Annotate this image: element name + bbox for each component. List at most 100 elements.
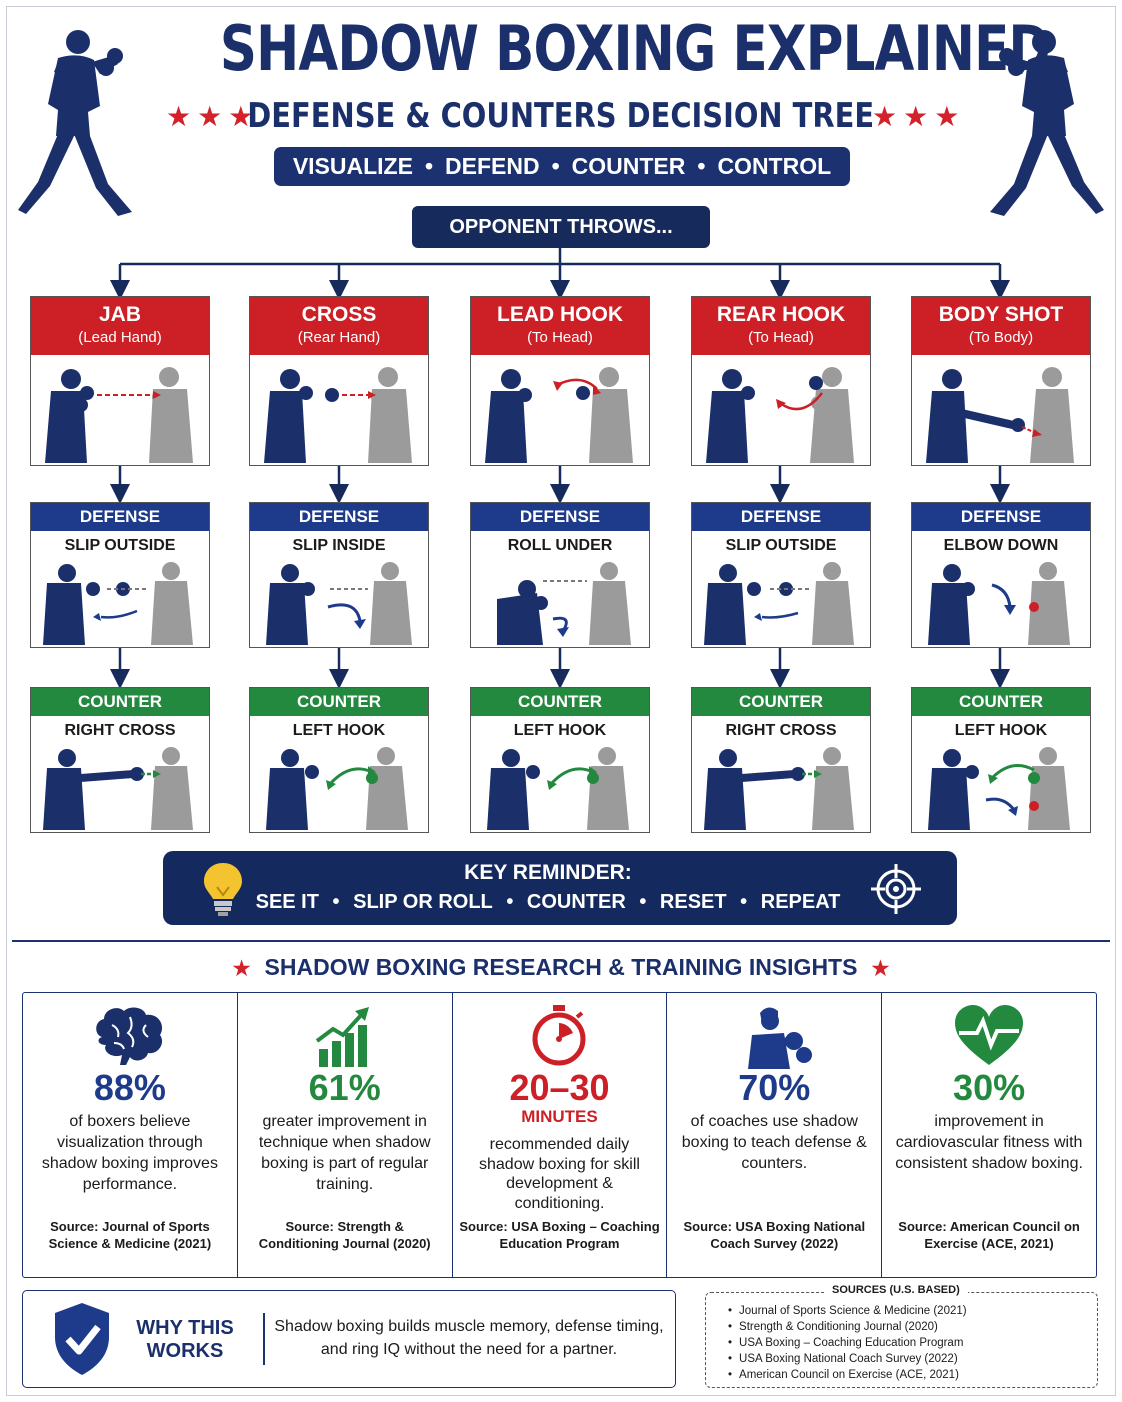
page-title: SHADOW BOXING EXPLAINED (219, 12, 1051, 85)
tagline-separator: • (697, 153, 706, 179)
counter-card: COUNTER LEFT HOOK (249, 687, 429, 833)
brain-icon (96, 1007, 162, 1065)
right-cross-illustration (704, 747, 854, 830)
why-title: WHY THIS WORKS (136, 1317, 234, 1362)
sources-box: SOURCES (U.S. BASED) Journal of Sports S… (705, 1284, 1098, 1388)
attack-sub: (To Head) (748, 329, 814, 346)
counter-header: COUNTER (471, 688, 649, 716)
attack-name: LEAD HOOK (497, 303, 623, 326)
lead-hook-illustration (485, 367, 633, 463)
stat-source: Source: Strength & Conditioning Journal … (258, 1219, 431, 1251)
defense-card: DEFENSE SLIP OUTSIDE (30, 502, 210, 648)
stat-unit: MINUTES (521, 1107, 598, 1126)
attack-card: REAR HOOK (To Head) (691, 296, 871, 466)
boxer-icon (748, 1007, 813, 1069)
target-icon (871, 864, 921, 914)
boxer-silhouette-right (990, 30, 1104, 216)
reminder-step: REPEAT (760, 891, 841, 913)
key-reminder-steps: SEE IT • SLIP OR ROLL • COUNTER • RESET … (163, 891, 933, 914)
body-shot-illustration (926, 367, 1074, 463)
attack-name: REAR HOOK (716, 303, 846, 326)
counter-card: COUNTER LEFT HOOK (911, 687, 1091, 833)
attack-sub: (To Body) (968, 329, 1034, 346)
stats-panel: 88% of boxers believe visualization thro… (22, 992, 1097, 1278)
defense-header: DEFENSE (912, 503, 1090, 531)
cross-illustration (264, 367, 412, 463)
reminder-separator: • (639, 891, 647, 913)
right-cross-illustration (43, 747, 193, 830)
slip-outside-illustration (43, 562, 193, 645)
defense-header: DEFENSE (692, 503, 870, 531)
tagline-separator: • (424, 153, 434, 179)
counter-label: LEFT HOOK (954, 722, 1048, 739)
research-title: ★ SHADOW BOXING RESEARCH & TRAINING INSIG… (0, 954, 1122, 981)
sources-title: SOURCES (U.S. BASED) (824, 1284, 968, 1296)
reminder-separator: • (332, 891, 340, 913)
left-hook-illustration (928, 747, 1070, 830)
stars-left: ★★★ (166, 101, 260, 132)
page-subtitle: DEFENSE & COUNTERS DECISION TREE (247, 96, 875, 136)
reminder-step: SLIP OR ROLL (353, 891, 493, 913)
stat-value: 20–30 (509, 1067, 610, 1108)
defense-label: ELBOW DOWN (943, 537, 1059, 554)
counter-label: RIGHT CROSS (725, 722, 837, 739)
stat-card: 30% improvement in cardiovascular fitnes… (882, 993, 1096, 1277)
stat-source: Source: American Council on Exercise (AC… (898, 1219, 1080, 1251)
attack-card: BODY SHOT (To Body) (911, 296, 1091, 466)
stat-value: 70% (738, 1067, 811, 1108)
source-item: Journal of Sports Science & Medicine (20… (728, 1303, 967, 1319)
stat-card: 70% of coaches use shadow boxing to teac… (667, 993, 883, 1277)
counter-header: COUNTER (692, 688, 870, 716)
defense-card: DEFENSE SLIP INSIDE (249, 502, 429, 648)
stat-card: 88% of boxers believe visualization thro… (23, 993, 238, 1277)
defense-label: ROLL UNDER (507, 537, 613, 554)
attack-sub: (Lead Hand) (78, 329, 162, 346)
defense-header: DEFENSE (250, 503, 428, 531)
stat-value: 61% (308, 1067, 381, 1108)
elbow-down-illustration (928, 562, 1070, 645)
roll-under-illustration (497, 562, 631, 645)
star-icon: ★ (232, 958, 251, 980)
section-divider (12, 940, 1110, 942)
counter-header: COUNTER (250, 688, 428, 716)
reminder-separator: • (506, 891, 514, 913)
tagline-item: CONTROL (717, 153, 832, 179)
opponent-throws-node: OPPONENT THROWS... (412, 206, 710, 248)
stat-description: of coaches use shadow boxing to teach de… (681, 1113, 867, 1172)
stars-right: ★★★ (872, 101, 966, 132)
counter-card: COUNTER RIGHT CROSS (691, 687, 871, 833)
stat-description: of boxers believe visualization through … (41, 1113, 218, 1193)
defense-card: DEFENSE ROLL UNDER (470, 502, 650, 648)
growth-chart-icon (315, 1007, 369, 1067)
reminder-separator: • (740, 891, 748, 913)
stat-source: Source: Journal of Sports Science & Medi… (48, 1219, 212, 1251)
tagline-item: DEFEND (445, 153, 540, 179)
key-reminder-banner: KEY REMINDER: SEE IT • SLIP OR ROLL • CO… (163, 851, 957, 925)
why-this-works-box: WHY THIS WORKS Shadow boxing builds musc… (22, 1290, 676, 1388)
attack-sub: (Rear Hand) (297, 329, 381, 346)
rear-hook-illustration (706, 367, 854, 463)
page-frame (6, 6, 1116, 1396)
left-hook-illustration (266, 747, 408, 830)
counter-card: COUNTER LEFT HOOK (470, 687, 650, 833)
stat-card: 20–30 MINUTES recommended daily shadow b… (453, 993, 668, 1277)
why-text: Shadow boxing builds muscle memory, defe… (274, 1318, 664, 1358)
stat-source: Source: USA Boxing National Coach Survey… (683, 1219, 866, 1251)
slip-inside-illustration (266, 562, 412, 645)
research-title-text: SHADOW BOXING RESEARCH & TRAINING INSIGH… (264, 954, 858, 980)
stat-card: 61% greater improvement in technique whe… (238, 993, 453, 1277)
stat-description: recommended daily shadow boxing for skil… (479, 1136, 640, 1212)
attack-name: CROSS (301, 303, 377, 326)
stat-value: 30% (953, 1067, 1026, 1108)
counter-card: COUNTER RIGHT CROSS (30, 687, 210, 833)
jab-illustration (45, 367, 193, 463)
defense-label: SLIP OUTSIDE (725, 537, 837, 554)
left-hook-illustration (487, 747, 629, 830)
attack-name: JAB (98, 303, 141, 326)
defense-header: DEFENSE (31, 503, 209, 531)
counter-header: COUNTER (912, 688, 1090, 716)
attack-card: CROSS (Rear Hand) (249, 296, 429, 466)
counter-header: COUNTER (31, 688, 209, 716)
attack-name: BODY SHOT (938, 303, 1064, 326)
tagline-pill: VISUALIZE • DEFEND • COUNTER • CONTROL (274, 147, 850, 186)
